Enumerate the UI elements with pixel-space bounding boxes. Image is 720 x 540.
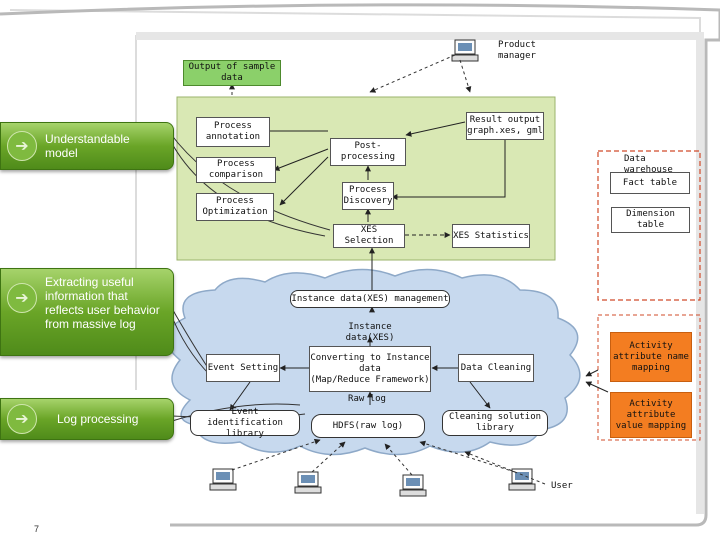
- computer-icon: [294, 471, 322, 494]
- dimension-table-box: Dimension table: [611, 207, 690, 233]
- raw-log-label: Raw log: [348, 394, 386, 404]
- process-comparison-box: Process comparison: [196, 157, 276, 183]
- process-optimization-box: Process Optimization: [196, 193, 274, 221]
- computer-icon: [451, 39, 479, 62]
- label-text: Log processing: [57, 412, 139, 426]
- computer-icon: [209, 468, 237, 491]
- computer-icon: [399, 474, 427, 497]
- page-number: 7: [34, 524, 40, 534]
- event-setting-box: Event Setting: [206, 354, 280, 382]
- instance-data-label: Instance data(XES): [345, 322, 395, 343]
- arrow-circle-icon: ➔: [7, 131, 37, 161]
- product-manager-label: Product manager: [498, 40, 536, 61]
- hdfs-raw-log-box: HDFS(raw log): [311, 414, 425, 438]
- event-identification-library-box: Event identification library: [190, 407, 300, 439]
- data-cleaning-box: Data Cleaning: [458, 354, 534, 382]
- understandable-model-label: ➔ Understandable model: [0, 122, 174, 170]
- process-discovery-box: Process Discovery: [342, 182, 394, 210]
- arrow-circle-icon: ➔: [7, 404, 37, 434]
- log-processing-label: ➔ Log processing: [0, 398, 174, 440]
- instance-data-management-box: Instance data(XES) management: [290, 290, 450, 308]
- data-warehouse-frame: [597, 150, 701, 301]
- label-text: Extracting useful information that refle…: [45, 275, 160, 331]
- computer-icon: [508, 468, 536, 491]
- activity-name-mapping-box: Activity attribute name mapping: [610, 332, 692, 382]
- activity-value-mapping-box: Activity attribute value mapping: [610, 392, 692, 438]
- data-warehouse-title: Data warehouse: [624, 154, 673, 175]
- result-output-box: Result output graph.xes, gml: [466, 112, 544, 140]
- fact-table-box: Fact table: [610, 172, 690, 194]
- user-label: User: [551, 481, 573, 491]
- extracting-info-label: ➔ Extracting useful information that ref…: [0, 268, 174, 356]
- converting-instance-box: Converting to Instance data (Map/Reduce …: [309, 346, 431, 392]
- xes-statistics-box: XES Statistics: [452, 224, 530, 248]
- post-processing-box: Post- processing: [330, 138, 406, 166]
- cleaning-solution-library-box: Cleaning solution library: [442, 410, 548, 436]
- xes-selection-box: XES Selection: [333, 224, 405, 248]
- label-text: Understandable model: [45, 132, 130, 160]
- output-sample-data-box: Output of sample data: [183, 60, 281, 86]
- arrow-circle-icon: ➔: [7, 283, 37, 313]
- process-annotation-box: Process annotation: [196, 117, 270, 147]
